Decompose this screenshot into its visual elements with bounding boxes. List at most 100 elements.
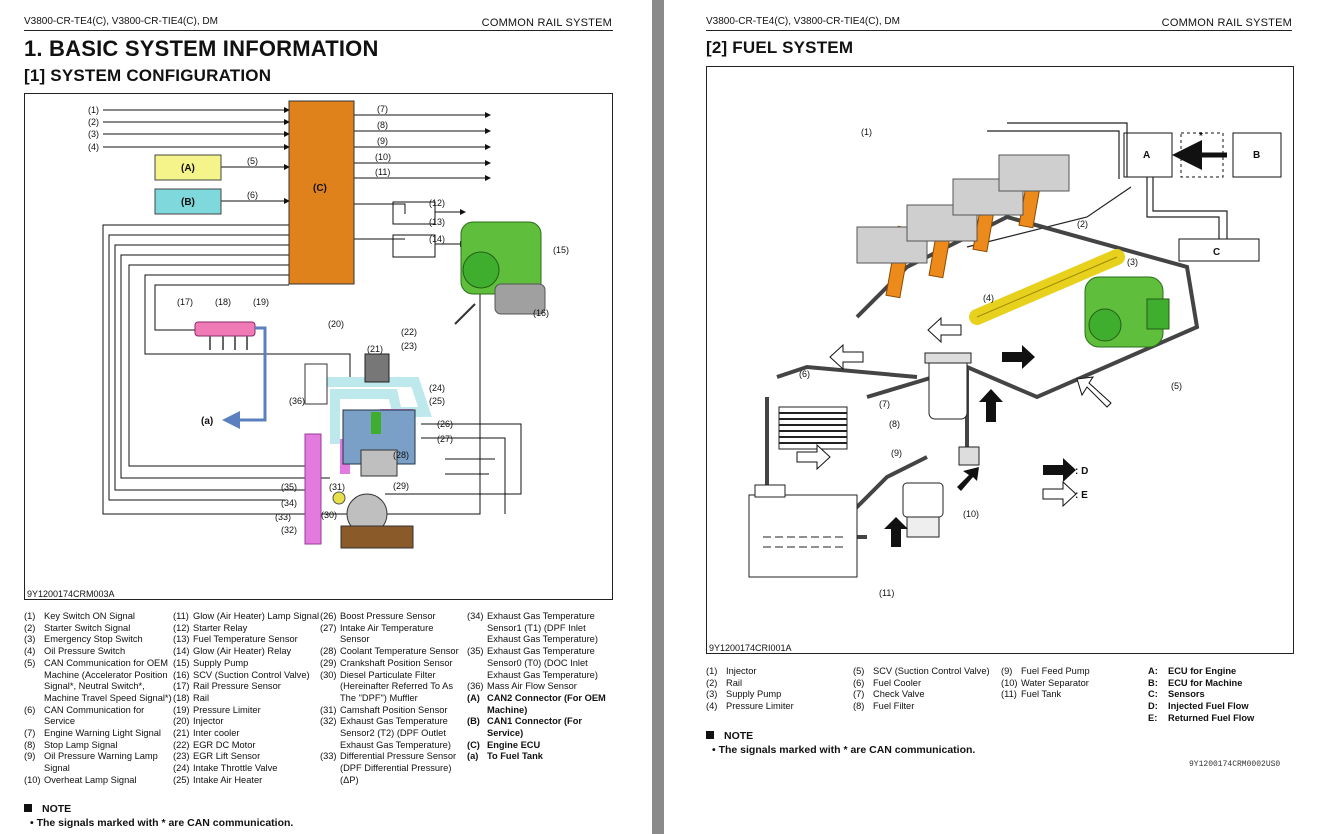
legend-text: Exhaust Gas Temperature Sensor1 (T1) (DP…	[487, 611, 598, 645]
legend-key: (19)	[173, 704, 190, 715]
label-5: (5)	[247, 156, 258, 166]
legend-key: (7)	[24, 728, 36, 739]
can-star: *	[1199, 131, 1203, 142]
legend-item: (6)CAN Communication for Service	[24, 705, 172, 728]
legend-key: (20)	[173, 716, 190, 727]
legend-item: (6)Fuel Cooler	[853, 678, 1003, 690]
legend-key: (16)	[173, 669, 190, 680]
label-4: (4)	[88, 142, 99, 152]
legend-item: (A)CAN2 Connector (For OEM Machine)	[467, 693, 615, 716]
legend-key: (4)	[24, 646, 36, 657]
dpf-muffler	[304, 433, 322, 545]
label-1: (1)	[88, 105, 99, 115]
legend-key: (11)	[1001, 689, 1017, 700]
ecu-machine-box	[1232, 132, 1282, 178]
injectors-drawing	[856, 154, 1070, 299]
section-title: 1. BASIC SYSTEM INFORMATION	[24, 36, 379, 61]
legend-text: Water Separator	[1021, 677, 1089, 688]
header-system: COMMON RAIL SYSTEM	[1161, 17, 1292, 29]
legend-item: (34)Exhaust Gas Temperature Sensor1 (T1)…	[467, 611, 615, 646]
legend-item: (9)Fuel Feed Pump	[1001, 666, 1141, 678]
box-c-label: (C)	[313, 183, 327, 194]
label-11: (11)	[375, 167, 390, 177]
right-page: V3800-CR-TE4(C), V3800-CR-TIE4(C), DM CO…	[664, 0, 1326, 834]
legend-text: Key Switch ON Signal	[44, 611, 135, 621]
legend-key: (6)	[24, 704, 36, 715]
left-page: V3800-CR-TE4(C), V3800-CR-TIE4(C), DM CO…	[0, 0, 652, 834]
legend-text: CAN2 Connector (For OEM Machine)	[487, 692, 606, 715]
legend-text: Overheat Lamp Signal	[44, 774, 137, 785]
label-1: (1)	[861, 127, 872, 137]
legend-item: D:Injected Fuel Flow	[1148, 701, 1298, 713]
label-12: (12)	[429, 198, 445, 208]
legend-text: Intake Air Heater	[193, 774, 263, 785]
legend-key: (10)	[24, 774, 41, 785]
label-6: (6)	[247, 190, 258, 200]
label-3: (3)	[88, 129, 99, 139]
legend-text: Pressure Limiter	[193, 704, 261, 715]
legend-item: (35)Exhaust Gas Temperature Sensor0 (T0)…	[467, 646, 615, 681]
legend-item: (17)Rail Pressure Sensor	[173, 681, 321, 693]
legend-text: Fuel Cooler	[873, 677, 922, 688]
legend-text: To Fuel Tank	[487, 751, 543, 762]
legend-key: (5)	[853, 666, 865, 676]
label-15: (15)	[553, 245, 569, 255]
legend-item: (9)Oil Pressure Warning Lamp Signal	[24, 751, 172, 774]
box-b-label: B	[1253, 150, 1260, 161]
legend-key: (18)	[173, 692, 190, 703]
legend-key: (8)	[24, 739, 36, 750]
legend-text: Pressure Limiter	[726, 701, 794, 712]
legend-key: (29)	[320, 657, 337, 668]
legend-text: Inter cooler	[193, 728, 240, 739]
legend-item: (27)Intake Air Temperature Sensor	[320, 623, 464, 646]
legend-key: (a)	[467, 751, 479, 762]
legend-text: Injected Fuel Flow	[1168, 701, 1249, 712]
label-27: (27)	[437, 434, 453, 444]
legend-item: (8)Stop Lamp Signal	[24, 740, 172, 752]
legend-item: (8)Fuel Filter	[853, 701, 1003, 713]
legend-text: Supply Pump	[726, 689, 782, 700]
subsection-title: [1] SYSTEM CONFIGURATION	[24, 66, 272, 85]
legend-text: Returned Fuel Flow	[1168, 712, 1255, 723]
legend-text: Crankshaft Position Sensor	[340, 657, 453, 668]
legend-text: Mass Air Flow Sensor	[487, 681, 577, 692]
legend-text: Oil Pressure Warning Lamp Signal	[44, 751, 158, 774]
legend-item: (3)Emergency Stop Switch	[24, 634, 172, 646]
legend-text: Injector	[193, 716, 224, 727]
legend-item: B:ECU for Machine	[1148, 678, 1298, 690]
box-a-label: (A)	[181, 163, 195, 174]
legend-text: Injector	[726, 666, 757, 676]
legend-item: (31)Camshaft Position Sensor	[320, 705, 464, 717]
legend-key: (35)	[467, 646, 484, 657]
box-c-label: C	[1213, 247, 1220, 258]
legend-text: Boost Pressure Sensor	[340, 611, 436, 621]
header-rule	[706, 30, 1292, 31]
legend-key: (3)	[24, 634, 36, 645]
note-title: NOTE	[24, 803, 71, 815]
label-10: (10)	[963, 509, 979, 519]
legend-key: (12)	[173, 622, 190, 633]
label-24: (24)	[429, 383, 445, 393]
legend-key: (25)	[173, 774, 190, 785]
legend-item: (2)Rail	[706, 678, 836, 690]
legend-text: ECU for Engine	[1168, 666, 1237, 676]
legend-key: (24)	[173, 763, 190, 774]
legend-item: (36)Mass Air Flow Sensor	[467, 681, 615, 693]
label-16: (16)	[533, 308, 549, 318]
legend-key: (27)	[320, 622, 337, 633]
legend-key: (22)	[173, 739, 190, 750]
header-model: V3800-CR-TE4(C), V3800-CR-TIE4(C), DM	[706, 16, 900, 27]
label-22: (22)	[401, 327, 417, 337]
legend-item: (21)Inter cooler	[173, 728, 321, 740]
legend-text: Glow (Air Heater) Lamp Signal	[193, 611, 320, 621]
legend-key: (10)	[1001, 677, 1018, 688]
legend-item: (C)Engine ECU	[467, 740, 615, 752]
system-configuration-diagram: (a) (1) (2) (3) (4) (7) (8) (9) (10) (11…	[88, 100, 569, 549]
label-18: (18)	[215, 297, 231, 307]
legend-item: (23)EGR Lift Sensor	[173, 751, 321, 763]
legend-key: (11)	[173, 611, 189, 621]
legend-item: (29)Crankshaft Position Sensor	[320, 658, 464, 670]
label-11: (11)	[879, 588, 894, 598]
legend-item: (15)Supply Pump	[173, 658, 321, 670]
